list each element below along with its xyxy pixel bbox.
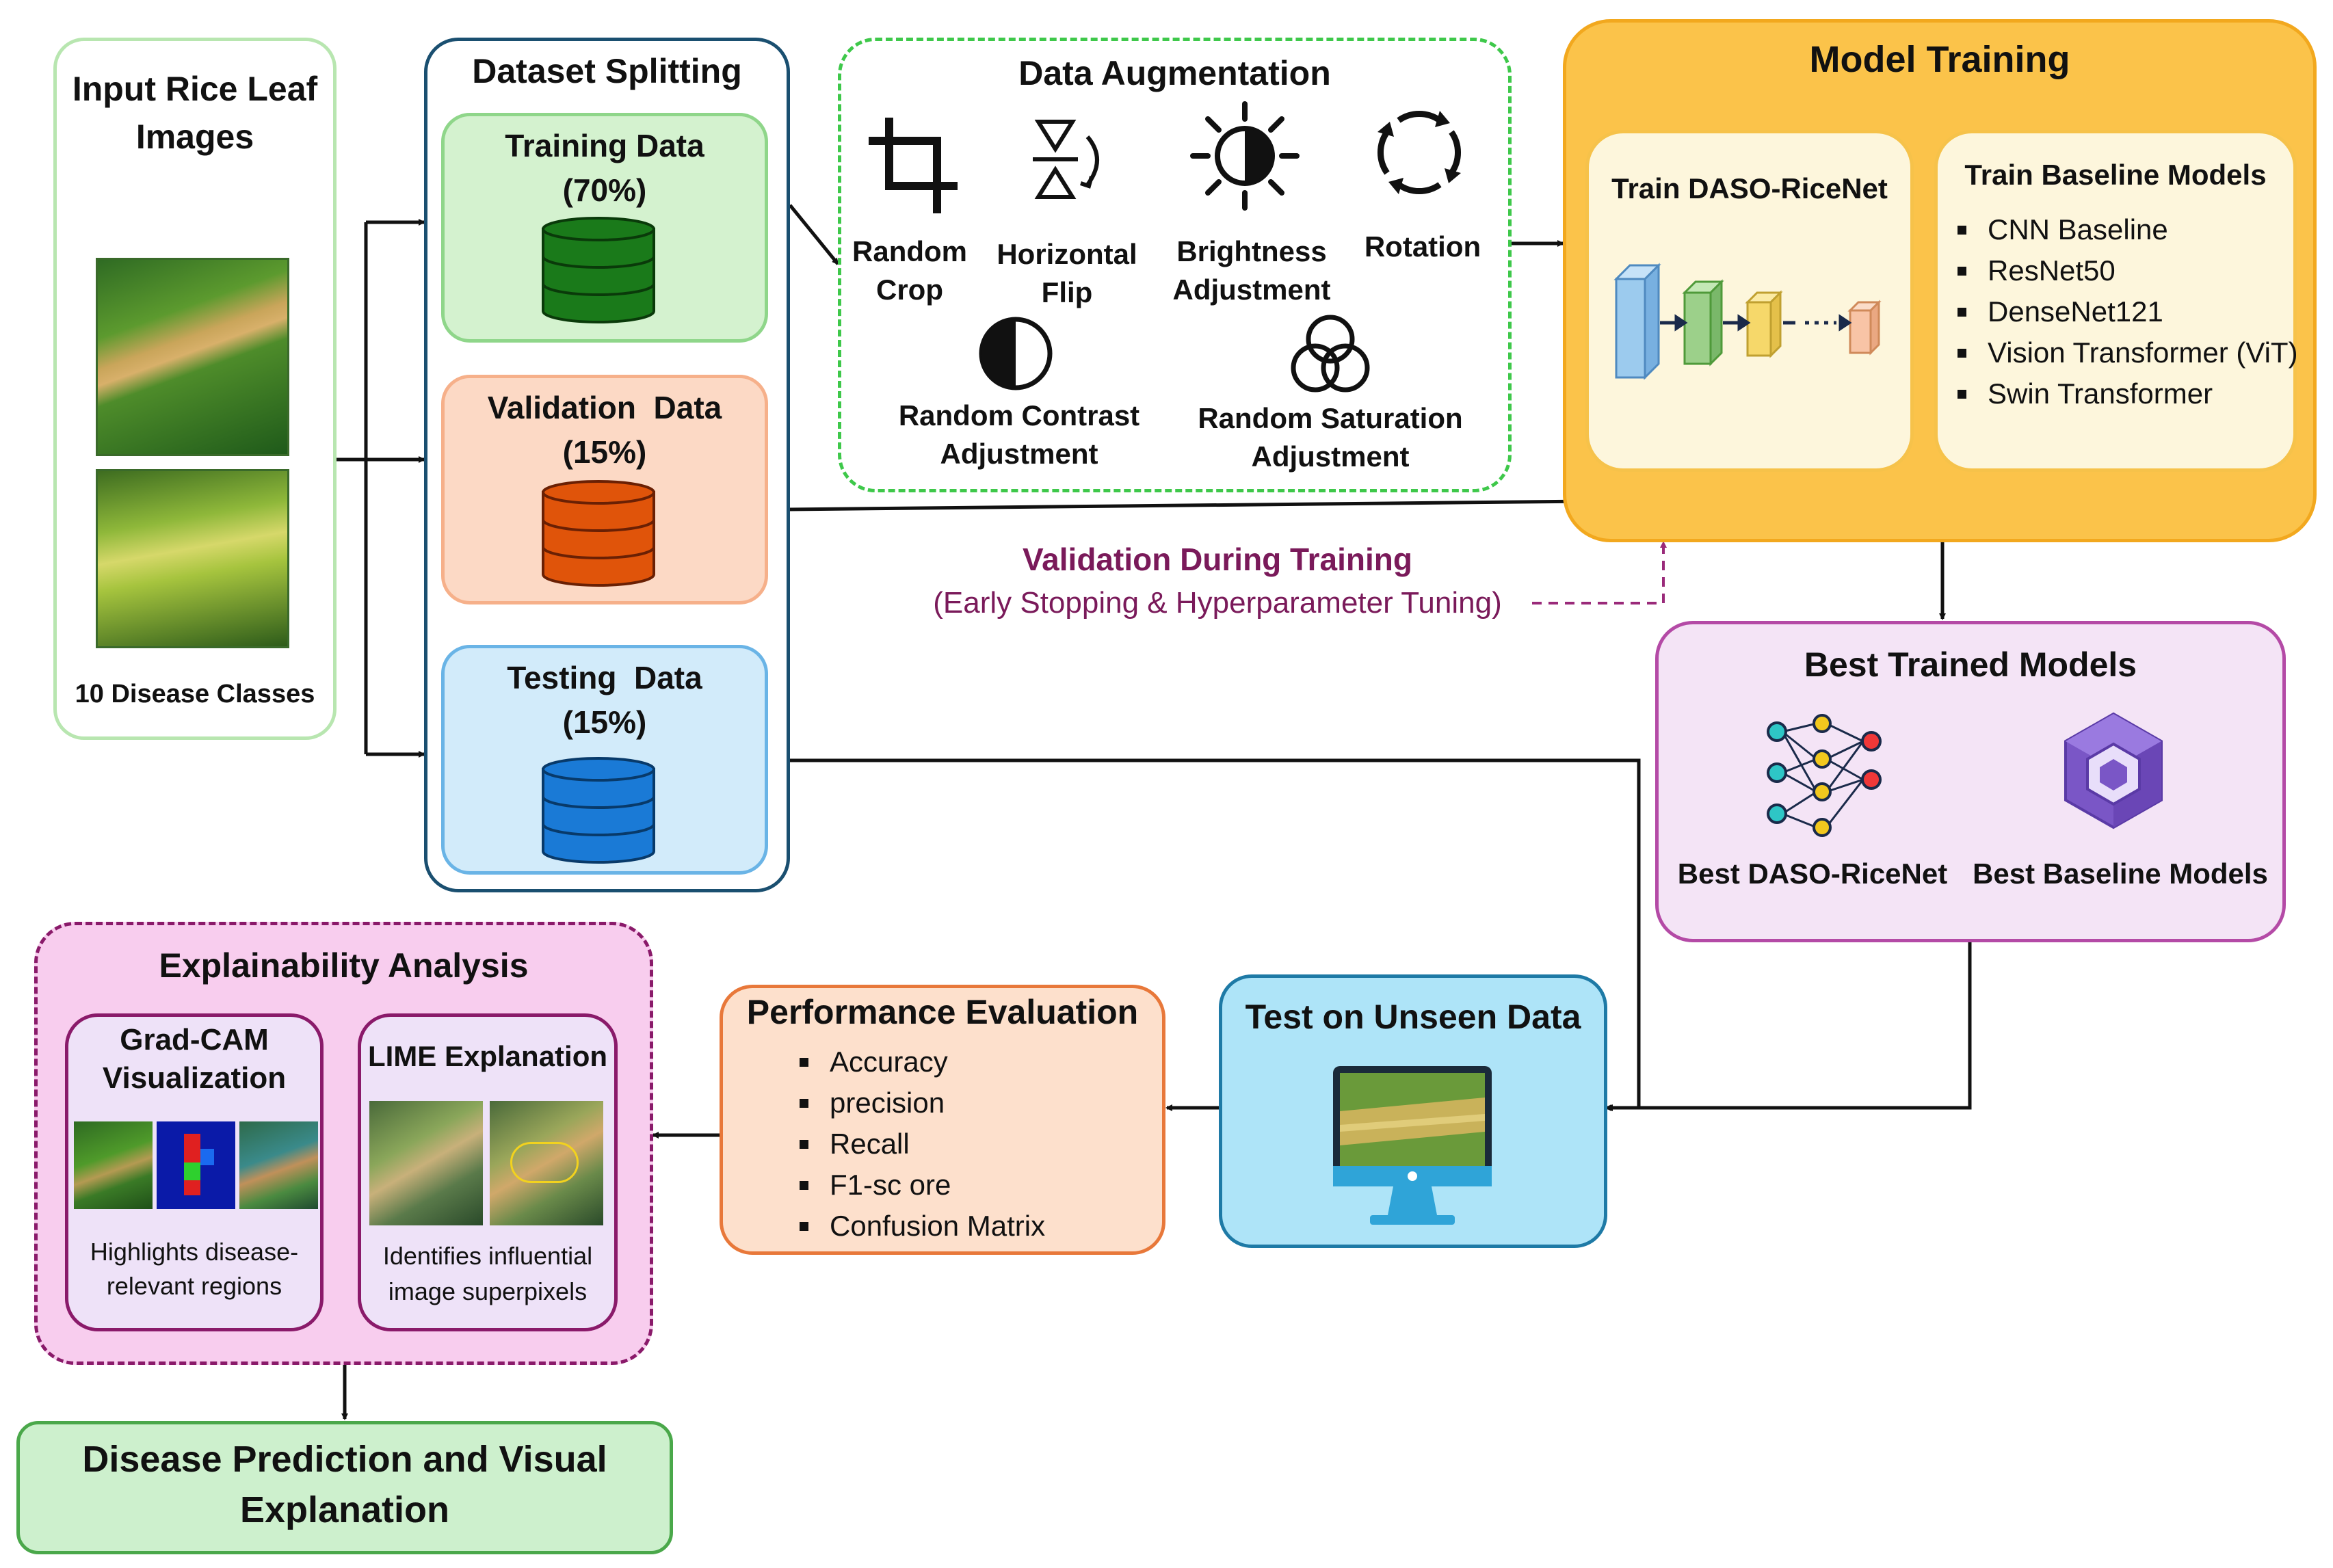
final-prediction-title-line2: Explanation — [239, 1489, 450, 1530]
rotation-icon — [1378, 111, 1461, 194]
monitor-icon — [1333, 1066, 1492, 1225]
list-item: Swin Transformer — [1955, 373, 2298, 414]
rice-leaf-image-2 — [96, 469, 289, 648]
validation-data-pct: (15%) — [562, 434, 647, 470]
lime-title: LIME Explanation — [367, 1040, 608, 1072]
disease-classes-label: 10 Disease Classes — [75, 680, 315, 708]
gradcam-heatmap-image — [157, 1121, 235, 1209]
random-crop-label: Random Crop — [852, 235, 967, 306]
testing-data-pct: (15%) — [562, 704, 647, 740]
best-daso-label: Best DASO-RiceNet — [1677, 858, 1948, 890]
testing-data-label: Testing Data — [507, 660, 702, 695]
validation-data-label: Validation Data — [487, 390, 722, 425]
best-trained-models-title: Best Trained Models — [1804, 646, 2137, 684]
gradcam-original-image — [74, 1121, 153, 1209]
contrast-icon — [979, 317, 1053, 390]
network-graph-icon — [1767, 714, 1882, 837]
list-item: ResNet50 — [1955, 250, 2298, 291]
list-item: Accuracy — [797, 1041, 1045, 1082]
flip-icon — [1033, 120, 1099, 199]
list-item: F1-sc ore — [797, 1165, 1045, 1206]
brightness-label: Brightness Adjustment — [1172, 235, 1331, 306]
performance-evaluation-panel — [720, 985, 1165, 1255]
dataset-splitting-title: Dataset Splitting — [472, 52, 742, 90]
lime-description: Identifies influential image superpixels — [382, 1242, 593, 1305]
testing-database-icon — [542, 757, 655, 864]
list-item: Recall — [797, 1124, 1045, 1165]
input-title: Input Rice Leaf Images — [72, 70, 318, 156]
lime-original-image — [369, 1101, 483, 1225]
random-saturation-label: Random Saturation Adjustment — [1198, 402, 1463, 473]
performance-evaluation-title: Performance Evaluation — [746, 993, 1139, 1031]
list-item: Vision Transformer (ViT) — [1955, 332, 2298, 373]
model-training-title: Model Training — [1809, 39, 2070, 80]
validation-database-icon — [542, 480, 655, 587]
cube-model-icon — [2064, 712, 2163, 829]
final-prediction-panel — [16, 1421, 673, 1554]
saturation-icon — [1291, 315, 1370, 393]
training-database-icon — [542, 217, 655, 323]
validation-during-training-note: Validation During Training (Early Stoppi… — [933, 542, 1502, 620]
train-daso-label: Train DASO-RiceNet — [1611, 172, 1888, 204]
list-item: DenseNet121 — [1955, 291, 2298, 332]
neural-network-icon — [1613, 263, 1882, 380]
horizontal-flip-label: Horizontal Flip — [997, 238, 1137, 308]
training-data-label: Training Data — [505, 128, 704, 163]
gradcam-overlay-image — [239, 1121, 318, 1209]
metrics-list: Accuracy precision Recall F1-sc ore Conf… — [797, 1041, 1045, 1247]
rotation-label: Rotation — [1364, 230, 1481, 263]
crop-icon — [869, 118, 958, 213]
train-baseline-card — [1934, 130, 2297, 472]
random-contrast-label: Random Contrast Adjustment — [898, 399, 1140, 470]
lime-explanation-image — [490, 1101, 603, 1225]
explainability-title: Explainability Analysis — [159, 946, 529, 985]
list-item: precision — [797, 1082, 1045, 1124]
gradcam-description: Highlights disease- relevant regions — [90, 1238, 299, 1300]
data-augmentation-panel — [838, 38, 1512, 492]
best-baseline-label: Best Baseline Models — [1973, 858, 2268, 890]
training-data-pct: (70%) — [562, 172, 647, 208]
list-item: CNN Baseline — [1955, 209, 2298, 250]
baseline-models-list: CNN Baseline ResNet50 DenseNet121 Vision… — [1955, 209, 2298, 414]
final-prediction-title: Disease Prediction and Visual — [82, 1439, 607, 1480]
list-item: Confusion Matrix — [797, 1206, 1045, 1247]
test-unseen-title: Test on Unseen Data — [1245, 998, 1581, 1036]
rice-leaf-image-1 — [96, 258, 289, 456]
data-augmentation-title: Data Augmentation — [1018, 54, 1331, 92]
gradcam-title: Grad-CAM Visualization — [102, 1023, 287, 1095]
train-baseline-label: Train Baseline Models — [1964, 159, 2267, 191]
best-trained-models-panel — [1655, 621, 2286, 942]
brightness-icon — [1190, 101, 1300, 211]
